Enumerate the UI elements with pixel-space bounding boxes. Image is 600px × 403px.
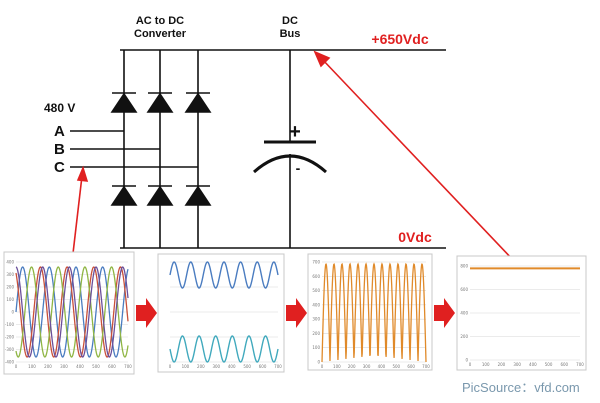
y-tick-label: 0 [11, 310, 14, 315]
y-tick-label: 200 [6, 285, 14, 290]
phase-d-wave [15, 266, 129, 358]
y-tick-label: 400 [460, 311, 468, 316]
upper-diodes [110, 92, 212, 113]
x-tick-label: 0 [169, 364, 172, 369]
x-tick-label: 700 [422, 364, 430, 369]
circuit [70, 49, 446, 249]
capacitor-plus: + [289, 121, 301, 143]
upper-pulse-wave [169, 261, 279, 289]
x-tick-label: 400 [76, 364, 84, 369]
y-tick-label: 300 [312, 317, 320, 322]
annotation-arrows [71, 50, 516, 263]
x-tick-label: 300 [60, 364, 68, 369]
x-tick-label: 400 [529, 362, 537, 367]
arrow-input-head [76, 165, 89, 182]
y-tick-label: 400 [6, 260, 14, 265]
diode-lower-1 [110, 185, 138, 206]
voltage-bottom-label: 0Vdc [398, 229, 432, 245]
y-tick-label: 0 [317, 360, 320, 365]
y-tick-label: -100 [5, 322, 15, 327]
converter-label-line1: AC to DC [136, 15, 184, 27]
x-tick-label: 600 [108, 364, 116, 369]
x-tick-label: 100 [482, 362, 490, 367]
x-tick-label: 100 [28, 364, 36, 369]
arrow-output-head [313, 50, 331, 68]
y-tick-label: 700 [312, 260, 320, 265]
x-tick-label: 400 [378, 364, 386, 369]
arrow-output-line [321, 58, 516, 263]
y-tick-label: 0 [465, 358, 468, 363]
dc-bus-label-line1: DC [282, 15, 298, 27]
y-tick-label: 600 [312, 274, 320, 279]
panel-rectified-pulses: 0 100 200 300 400 500 600 700 [157, 253, 285, 373]
x-tick-label: 300 [363, 364, 371, 369]
phase-c-label: C [54, 159, 65, 176]
x-tick-label: 300 [212, 364, 220, 369]
y-tick-label: -200 [5, 335, 15, 340]
y-tick-label: 500 [312, 288, 320, 293]
input-voltage-label: 480 V [44, 101, 75, 115]
diode-lower-2 [146, 185, 174, 206]
x-tick-label: 700 [124, 364, 132, 369]
converter-label-line2: Converter [134, 28, 187, 40]
phase-a-label: A [54, 123, 65, 140]
watermark: PicSource：vfd.com [462, 380, 580, 395]
x-tick-label: 600 [407, 364, 415, 369]
panel-dc-bus-output: 800 600 400 200 00 100 200 300 400 500 600 700 [456, 255, 587, 371]
y-tick-label: 800 [460, 264, 468, 269]
lower-diodes [110, 185, 212, 206]
capacitor-plate-curved [253, 154, 327, 174]
lower-pulse-wave [169, 335, 279, 363]
y-tick-label: 300 [6, 272, 14, 277]
capacitor [253, 140, 327, 174]
capacitor-minus: - [296, 160, 301, 176]
rectified-wave [321, 262, 427, 363]
y-tick-label: 200 [312, 331, 320, 336]
voltage-top-label: +650Vdc [371, 31, 428, 47]
x-tick-label: 0 [15, 364, 18, 369]
x-tick-label: 0 [321, 364, 324, 369]
panel-full-wave-rectified: 700 600 500 400 300 200 100 00 100 200 300 400 500 60… [307, 253, 433, 371]
phase-b-label: B [54, 141, 65, 158]
y-tick-label: -400 [5, 360, 15, 365]
diode-lower-3 [184, 185, 212, 206]
x-tick-label: 200 [348, 364, 356, 369]
dc-bus-label-line2: Bus [280, 28, 301, 40]
diode-upper-2 [146, 92, 174, 113]
x-tick-label: 200 [498, 362, 506, 367]
phase-a-wave [15, 266, 129, 358]
x-tick-label: 500 [392, 364, 400, 369]
x-tick-label: 100 [333, 364, 341, 369]
x-tick-label: 200 [197, 364, 205, 369]
flow-arrow-1 [136, 298, 157, 328]
flow-arrow-2 [286, 298, 307, 328]
diode-upper-1 [110, 92, 138, 113]
x-tick-label: 200 [44, 364, 52, 369]
x-tick-label: 700 [274, 364, 282, 369]
flow-arrows [136, 298, 455, 328]
y-tick-label: 400 [312, 302, 320, 307]
x-tick-label: 0 [469, 362, 472, 367]
y-tick-label: -300 [5, 347, 15, 352]
x-tick-label: 500 [545, 362, 553, 367]
arrow-input-line [71, 175, 83, 263]
x-tick-label: 600 [560, 362, 568, 367]
x-tick-label: 400 [228, 364, 236, 369]
x-tick-label: 500 [243, 364, 251, 369]
y-tick-label: 600 [460, 287, 468, 292]
x-tick-label: 300 [513, 362, 521, 367]
y-tick-label: 100 [6, 297, 14, 302]
phase-c-wave [15, 266, 129, 358]
x-tick-label: 100 [182, 364, 190, 369]
flow-arrow-3 [434, 298, 455, 328]
x-tick-label: 500 [92, 364, 100, 369]
y-tick-label: 200 [460, 334, 468, 339]
phase-b-wave [15, 266, 129, 358]
x-tick-label: 700 [576, 362, 584, 367]
x-tick-label: 600 [259, 364, 267, 369]
y-tick-label: 100 [312, 345, 320, 350]
diode-upper-3 [184, 92, 212, 113]
